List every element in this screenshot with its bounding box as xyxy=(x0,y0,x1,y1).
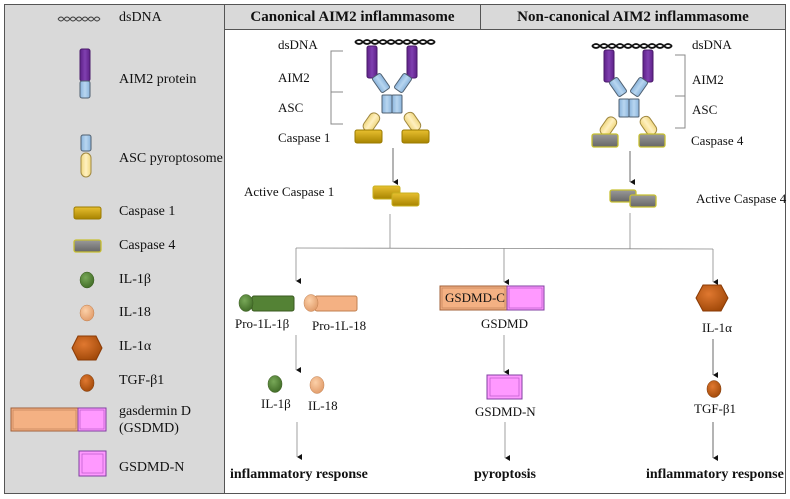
noncanonical-label-asc: ASC xyxy=(692,102,718,117)
canonical-label-caspase: Caspase 1 xyxy=(278,130,331,145)
label-gsdmd-c: GSDMD-C xyxy=(445,290,505,305)
aim2-protein-icon xyxy=(406,45,418,79)
legend-label-aim2-protein: AIM2 protein xyxy=(119,72,197,87)
aim2-protein-icon xyxy=(642,49,654,83)
dsdna-strand-icon xyxy=(591,43,673,49)
il1b-icon xyxy=(79,271,95,289)
il1a-icon xyxy=(71,335,103,361)
tgfb1-icon xyxy=(79,374,95,392)
aim2-pyd-icon xyxy=(630,77,648,97)
asc-bracket xyxy=(330,92,343,125)
legend-label-tgfb1: TGF-β1 xyxy=(119,373,165,388)
label-pro-il1b: Pro-1L-1β xyxy=(235,316,290,331)
legend-label-dsdna: dsDNA xyxy=(119,10,162,25)
label-right-outcome: inflammatory response xyxy=(646,467,784,482)
aim2-protein-icon xyxy=(79,48,91,99)
active-caspase4-icon xyxy=(609,189,657,208)
gsdmd-n-icon xyxy=(78,450,107,477)
caspase4-icon xyxy=(73,239,102,253)
legend-label-caspase1: Caspase 1 xyxy=(119,204,176,219)
label-tgfb1: TGF-β1 xyxy=(694,401,737,416)
gsdmd-n-icon xyxy=(486,374,523,400)
noncanonical-complex xyxy=(591,43,673,148)
caspase4-icon xyxy=(591,133,619,148)
legend-label-caspase4: Caspase 4 xyxy=(119,238,176,253)
canonical-label-aim2: AIM2 xyxy=(278,70,310,85)
aim2-protein-icon xyxy=(603,49,615,83)
canonical-label-active-caspase: Active Caspase 1 xyxy=(244,184,335,199)
dsdna-strand-icon xyxy=(354,39,436,45)
header-noncanonical: Non-canonical AIM2 inflammasome xyxy=(480,4,786,30)
aim2-protein-icon xyxy=(366,45,378,79)
asc-pyd-icon xyxy=(628,98,640,118)
active-caspase1-icon xyxy=(372,185,420,207)
label-gsdmd: GSDMD xyxy=(481,316,528,331)
label-gsdmd-n: GSDMD-N xyxy=(475,404,536,419)
caspase1-icon xyxy=(73,206,102,220)
legend-label-il18: IL-18 xyxy=(119,305,151,320)
noncanonical-label-aim2: AIM2 xyxy=(692,72,724,87)
il18-icon xyxy=(79,304,95,322)
il18-icon xyxy=(309,376,325,394)
aim2-bracket xyxy=(330,50,343,93)
label-il1a: IL-1α xyxy=(702,320,732,335)
noncanonical-label-dsdna: dsDNA xyxy=(692,37,732,52)
label-middle-outcome: pyroptosis xyxy=(474,467,536,482)
asc-pyroptosome-icon xyxy=(80,134,92,178)
label-il18: IL-18 xyxy=(308,398,338,413)
canonical-label-dsdna: dsDNA xyxy=(278,37,318,52)
legend-label-asc-pyroptosome: ASC pyroptosome xyxy=(119,151,223,166)
label-il1b: IL-1β xyxy=(261,396,291,411)
gsdmd-icon xyxy=(10,407,107,432)
header-canonical: Canonical AIM2 inflammasome xyxy=(224,4,481,30)
aim2-pyd-icon xyxy=(609,77,627,97)
caspase1-icon xyxy=(401,129,430,144)
pro-il18-icon xyxy=(303,294,358,312)
legend-label-gsdmd-n: GSDMD-N xyxy=(119,460,185,475)
label-left-outcome: inflammatory response xyxy=(230,467,368,482)
gsdmd-full-icon xyxy=(439,285,545,311)
legend-label-il1a: IL-1α xyxy=(119,339,152,354)
asc-bracket xyxy=(675,96,686,129)
legend-label-gsdmd-line1: gasdermin D xyxy=(119,404,191,419)
il1b-icon xyxy=(267,375,283,393)
aim2-pyd-icon xyxy=(372,73,390,93)
noncanonical-label-caspase: Caspase 4 xyxy=(691,133,744,148)
pro-il1b-icon xyxy=(238,294,295,312)
legend-label-gsdmd-line2: (GSDMD) xyxy=(119,421,179,436)
aim2-bracket xyxy=(675,54,686,97)
dsdna-icon xyxy=(57,16,101,22)
il1a-icon xyxy=(695,284,729,312)
tgfb1-icon xyxy=(706,380,722,398)
canonical-label-asc: ASC xyxy=(278,100,304,115)
legend-label-il1b: IL-1β xyxy=(119,272,151,287)
canonical-complex xyxy=(354,39,436,144)
asc-pyd-icon xyxy=(381,94,393,114)
caspase1-icon xyxy=(354,129,383,144)
connector-line xyxy=(295,247,714,250)
label-pro-il18: Pro-1L-18 xyxy=(312,318,367,333)
asc-pyd-icon xyxy=(618,98,630,118)
asc-pyd-icon xyxy=(391,94,403,114)
caspase4-icon xyxy=(638,133,666,148)
noncanonical-label-active-caspase: Active Caspase 4 xyxy=(696,191,787,206)
aim2-pyd-icon xyxy=(394,73,412,93)
